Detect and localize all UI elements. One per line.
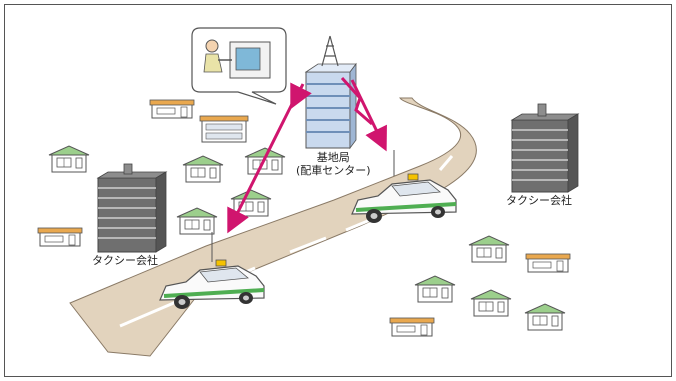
dispatcher-bubble — [191, 27, 287, 105]
base-station-label-line1: 基地局 — [316, 151, 350, 164]
house-icon — [149, 99, 195, 119]
taxi-company-label-left: タクシー会社 — [92, 254, 158, 267]
office-building-icon — [510, 103, 580, 193]
base-station-building — [304, 62, 357, 150]
base-station-label: 基地局 (配車センター) — [296, 151, 371, 177]
radio-tower-icon — [321, 35, 339, 67]
apartment-icon — [199, 115, 249, 143]
base-station-label-line2: (配車センター) — [296, 164, 371, 177]
office-building-icon — [96, 163, 168, 253]
dispatcher-icon — [203, 39, 271, 79]
house-icon — [525, 253, 571, 273]
house-icon — [37, 227, 83, 247]
house-icon — [389, 317, 435, 337]
signal-arrows — [227, 76, 387, 234]
taxi-company-label-right: タクシー会社 — [506, 194, 572, 207]
